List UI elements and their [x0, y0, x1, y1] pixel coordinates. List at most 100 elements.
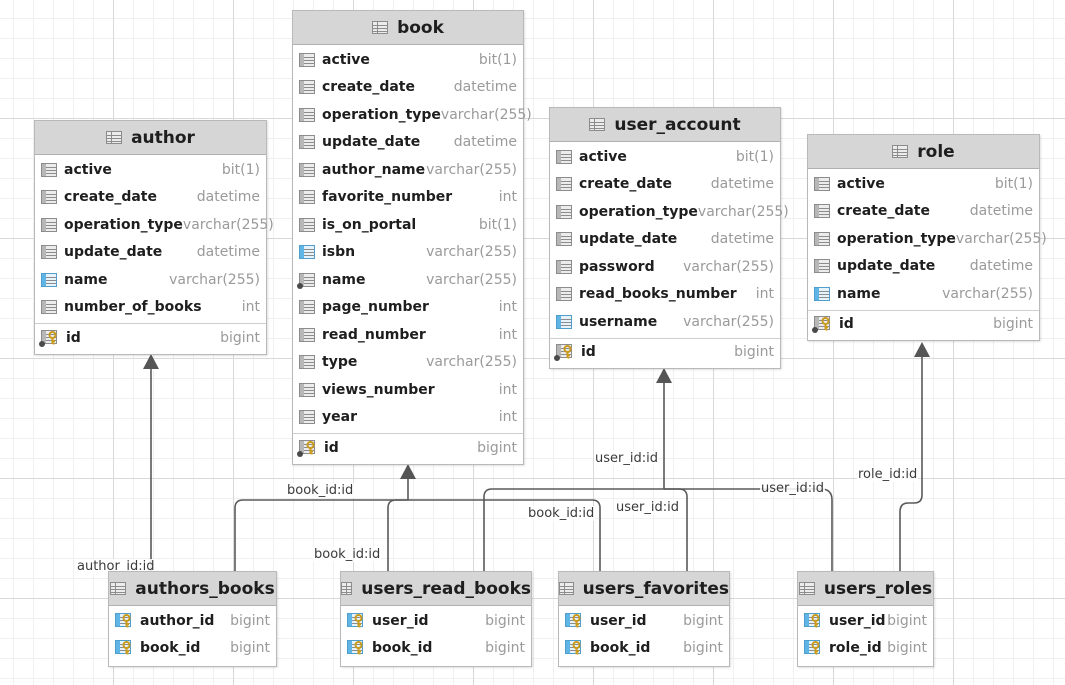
link-users-read-books-to-book — [387, 499, 408, 572]
column-type: bit(1) — [994, 175, 1033, 192]
table-header[interactable]: book — [293, 11, 523, 45]
column-row-id[interactable]: id bigint — [808, 311, 1039, 339]
column-name: read_books_number — [579, 286, 737, 303]
key-icon — [115, 640, 133, 656]
table-name: users_roles — [823, 578, 933, 599]
table-header[interactable]: author — [35, 121, 266, 155]
column-name: role_id — [829, 640, 882, 657]
table-header[interactable]: users_read_books — [341, 572, 531, 606]
table-icon — [110, 582, 127, 595]
column-name: id — [839, 316, 854, 333]
table-icon — [892, 145, 909, 158]
column-name: create_date — [64, 189, 157, 206]
indexed-column-icon — [556, 314, 572, 329]
column-name: create_date — [322, 79, 415, 96]
column-icon — [41, 190, 57, 205]
column-icon — [299, 135, 315, 150]
table-header[interactable]: user_account — [550, 108, 780, 142]
column-type: varchar(255) — [426, 244, 517, 261]
table-header[interactable]: authors_books — [109, 572, 276, 606]
column-type: bigint — [993, 316, 1033, 333]
table-name: user_account — [614, 114, 741, 135]
column-type: bigint — [683, 640, 723, 657]
column-type: bit(1) — [478, 216, 517, 233]
column-type: bit(1) — [221, 161, 260, 178]
label-book-id-users-read-books: book_id:id — [313, 547, 382, 562]
table-name: book — [397, 17, 444, 38]
link-authors-books-to-book — [234, 475, 409, 572]
column-name: isbn — [322, 244, 356, 261]
column-icon — [556, 287, 572, 302]
column-icon — [556, 259, 572, 274]
column-name: user_id — [590, 612, 647, 629]
key-separator — [35, 323, 266, 324]
table-header[interactable]: users_roles — [798, 572, 933, 606]
column-type: bigint — [887, 612, 927, 629]
column-icon — [299, 382, 315, 397]
column-name: author_name — [322, 161, 426, 178]
column-icon — [299, 300, 315, 315]
key-icon — [115, 612, 133, 629]
arrow-to-author — [143, 354, 159, 369]
table-header[interactable]: users_favorites — [559, 572, 729, 606]
column-row-isbn[interactable]: isbn varchar(255) — [293, 239, 523, 267]
table-header[interactable]: role — [808, 135, 1039, 169]
column-name: id — [324, 439, 339, 456]
column-name: update_date — [579, 231, 678, 248]
table-icon — [341, 582, 353, 595]
